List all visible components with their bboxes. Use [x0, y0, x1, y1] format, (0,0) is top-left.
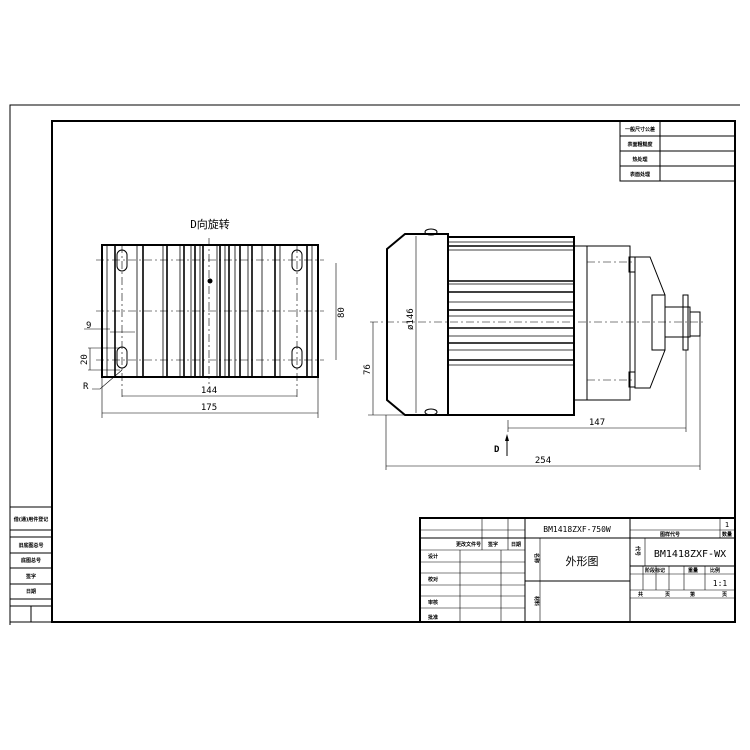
- left-label: 旧底图总号: [18, 542, 43, 549]
- quantity-value: 1: [725, 521, 729, 529]
- header-date: 日期: [511, 541, 521, 548]
- view-arrow-label: D: [494, 445, 500, 455]
- tech-label: 一般尺寸公差: [625, 126, 655, 133]
- label-approve: 批准: [428, 614, 438, 621]
- scale-value: 1:1: [713, 579, 728, 588]
- dim-plate-width: 175: [201, 403, 217, 413]
- tech-label: 热处理: [632, 156, 647, 163]
- label-total: 共: [638, 591, 643, 598]
- base-plate-view: D向旋转 9 20 R 144 175 80: [80, 217, 347, 418]
- label-stage: 阶段标记: [645, 567, 665, 574]
- label-scale: 比例: [710, 567, 720, 574]
- label-page: 页: [665, 591, 670, 598]
- drawing-name: 外形图: [566, 555, 599, 568]
- arrow-head-icon: [505, 434, 509, 441]
- drawing-number: BM1418ZXF-WX: [654, 549, 726, 560]
- model-number: BM1418ZXF-750W: [543, 525, 611, 534]
- label-review: 审核: [428, 599, 438, 606]
- left-label: 签字: [25, 573, 36, 580]
- label-drawing-no: 图样代号: [660, 531, 680, 538]
- header-sign: 签字: [487, 541, 498, 548]
- label-code: 代号: [634, 545, 641, 556]
- tech-label: 表面处理: [629, 171, 650, 178]
- left-label: 日期: [26, 588, 36, 595]
- mounting-slots: [116, 245, 303, 400]
- label-quantity: 数量: [722, 531, 732, 538]
- left-label: 底图总号: [20, 557, 41, 564]
- label-material: 材料: [533, 596, 540, 606]
- drawing-frame: [9, 104, 740, 625]
- tech-requirements-table: 一般尺寸公差 表面粗糙度 热处理 表面处理: [619, 120, 736, 182]
- dim-diameter: ø146: [406, 308, 416, 330]
- motor-side-view: 76 ø146 147 254 D: [363, 228, 705, 470]
- dim-slot-length: 20: [80, 354, 90, 365]
- label-design: 设计: [428, 553, 438, 560]
- label-page2: 页: [722, 591, 727, 598]
- label-check: 校对: [428, 576, 438, 583]
- dim-radius: R: [83, 382, 89, 392]
- dim-shaft-distance: 147: [589, 418, 605, 428]
- left-register-table: 借(通)用件登记 旧底图总号 底图总号 签字 日期: [9, 506, 53, 623]
- dim-center-height: 76: [363, 364, 373, 375]
- label-sheet: 第: [690, 591, 695, 598]
- label-weight: 重量: [688, 567, 698, 574]
- view-title: D向旋转: [190, 217, 230, 231]
- title-block: 更改文件号 签字 日期 设计 校对 审核 批准 BM1418ZXF-750W 外…: [419, 517, 736, 623]
- dim-overall-length: 254: [535, 456, 551, 466]
- dim-slot-width: 9: [86, 321, 91, 331]
- tech-label: 表面粗糙度: [626, 141, 653, 148]
- dim-hole-spacing-x: 144: [201, 386, 217, 396]
- motor-body-fins: [448, 241, 574, 366]
- label-name: 名称: [533, 553, 540, 563]
- header-change-doc: 更改文件号: [456, 541, 481, 548]
- dim-hole-spacing-y: 80: [337, 307, 347, 318]
- left-label: 借(通)用件登记: [13, 516, 49, 523]
